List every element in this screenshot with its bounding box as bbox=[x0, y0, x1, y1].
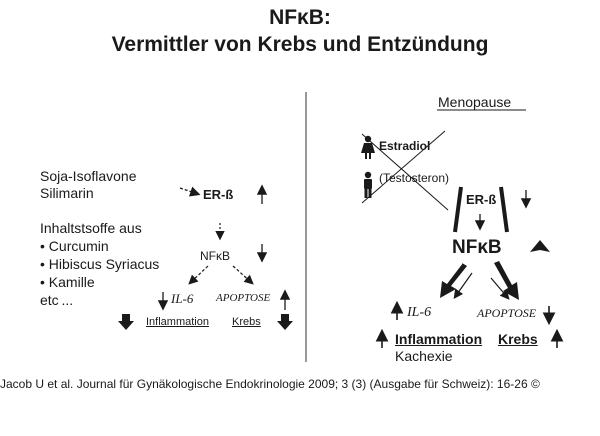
left-inhalt-label: Inhaltstsoffe aus bbox=[40, 220, 142, 236]
right-inflammation-label: Inflammation bbox=[395, 331, 483, 347]
left-item-kamille: • Kamille bbox=[40, 274, 95, 290]
cross-line-a bbox=[361, 133, 449, 211]
right-kachexie-label: Kachexie bbox=[395, 348, 453, 364]
right-nfkb-to-il6-thin-arrow bbox=[453, 272, 473, 299]
right-nfkb-thick-arrow-right bbox=[494, 261, 519, 300]
left-item-curcumin: • Curcumin bbox=[40, 238, 109, 254]
left-dashed-arrow-to-er bbox=[179, 186, 201, 197]
right-krebs-label: Krebs bbox=[498, 331, 538, 347]
right-apoptose-label: APOPTOSE bbox=[477, 306, 537, 320]
right-nfkb-thick-arrow-left bbox=[440, 263, 467, 298]
menopause-label: Menopause bbox=[438, 94, 512, 110]
cross-line-b bbox=[361, 130, 446, 204]
left-nfkb-label: NFκB bbox=[200, 249, 230, 263]
nfkb-up-chevron-icon bbox=[530, 240, 550, 252]
testosteron-label: (Testosteron) bbox=[379, 171, 450, 185]
left-nfkb-to-apoptose-arrow bbox=[232, 265, 254, 285]
left-inflammation-down-arrow bbox=[118, 314, 134, 330]
left-il6-label: IL-6 bbox=[171, 291, 194, 306]
title-line-1: NFκB: bbox=[269, 6, 331, 29]
left-nfkb-to-il6-arrow bbox=[188, 265, 209, 285]
left-item-hibiscus: • Hibiscus Syriacus bbox=[40, 256, 160, 272]
male-figure-icon bbox=[364, 171, 372, 198]
left-er-beta-label: ER-ß bbox=[203, 187, 234, 202]
citation-text: Jacob U et al. Journal für Gynäkologisch… bbox=[0, 377, 540, 391]
left-item-etc: etc ... bbox=[40, 292, 74, 308]
left-soja-label: Soja-Isoflavone bbox=[40, 168, 137, 184]
right-nfkb-to-apoptose-thin-arrow bbox=[490, 277, 510, 300]
left-krebs-down-arrow bbox=[277, 314, 293, 330]
er-left-thick-bar bbox=[453, 186, 463, 233]
left-silimarin-label: Silimarin bbox=[40, 185, 94, 201]
right-nfkb-label: NFκB bbox=[452, 237, 502, 258]
estradiol-label: Estradiol bbox=[379, 139, 431, 153]
er-right-thick-bar bbox=[499, 186, 509, 233]
left-krebs-label: Krebs bbox=[232, 316, 261, 328]
left-inflammation-label: Inflammation bbox=[146, 316, 209, 328]
right-il6-label: IL-6 bbox=[407, 305, 432, 320]
title-line-2: Vermittler von Krebs und Entzündung bbox=[111, 33, 489, 56]
right-er-beta-label: ER-ß bbox=[466, 192, 497, 207]
left-apoptose-label: APOPTOSE bbox=[216, 292, 271, 304]
